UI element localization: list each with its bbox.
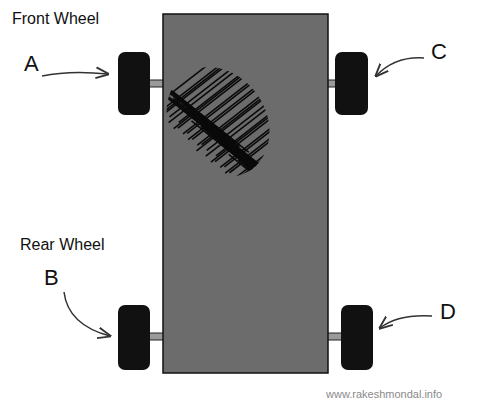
callout-letter: D <box>440 300 456 324</box>
scribble-stroke <box>252 125 342 195</box>
scribble-stroke <box>247 165 322 225</box>
leader-arrow <box>42 72 108 76</box>
scribble-stroke <box>215 92 305 162</box>
part-label: Rear Wheel <box>20 236 104 254</box>
scribble-stroke <box>276 142 366 212</box>
wheel-b <box>118 305 150 370</box>
scribble-stroke <box>290 159 380 229</box>
scribble-stroke <box>271 148 361 218</box>
callout-letter: A <box>24 52 39 76</box>
scribble-stroke <box>220 143 295 203</box>
leader-arrow <box>64 292 110 336</box>
scribble-stroke <box>275 193 350 253</box>
scribble-stroke <box>257 131 347 201</box>
scribble-stroke <box>280 199 355 259</box>
scribble-stroke <box>290 153 380 223</box>
scribble-stroke <box>285 199 360 259</box>
scribble-stroke <box>219 137 294 197</box>
scribble-stroke <box>220 97 310 167</box>
wheel-d <box>341 305 373 370</box>
scribble-stroke <box>280 153 370 223</box>
scribble-stroke <box>243 165 318 225</box>
scribble-stroke <box>263 137 353 207</box>
scribble-stroke <box>239 108 329 178</box>
car-body <box>163 14 328 373</box>
scribble-stroke <box>285 159 375 229</box>
leader-arrow <box>380 316 432 328</box>
scribble-stroke <box>262 176 337 236</box>
scribble-stroke <box>229 154 304 214</box>
scribble-stroke <box>258 177 333 237</box>
scribble-stroke <box>281 147 371 217</box>
scribble-stroke <box>266 188 341 248</box>
scribble-stroke <box>276 187 351 247</box>
wheel-a <box>118 52 150 115</box>
scribble-stroke <box>262 130 352 200</box>
watermark: www.rakeshmondal.info <box>326 388 442 400</box>
wheel-c <box>335 52 368 115</box>
callout-letter: B <box>44 266 59 290</box>
scribble-stroke <box>230 103 320 173</box>
scribble-stroke <box>230 149 305 209</box>
scribble-stroke <box>243 120 333 190</box>
scribble-stroke <box>272 142 362 212</box>
scribble-stroke <box>252 171 327 231</box>
scribble-stroke <box>234 148 309 208</box>
leader-arrow <box>376 58 424 76</box>
scribble-stroke <box>257 170 332 230</box>
callout-letter: C <box>431 40 447 64</box>
scribble-stroke <box>248 159 323 219</box>
scribble-stroke <box>239 154 314 214</box>
scribble-stroke <box>225 143 300 203</box>
part-label: Front Wheel <box>12 10 99 28</box>
scribble-stroke <box>248 125 338 195</box>
scribble-stroke <box>285 193 360 253</box>
scribble-stroke <box>271 182 346 242</box>
scribble-stroke <box>238 160 313 220</box>
scribble-stroke <box>267 182 342 242</box>
scribble-stroke <box>224 97 314 167</box>
scribble-stroke <box>253 119 343 189</box>
scribble-stroke <box>234 114 324 184</box>
scribble-stroke <box>267 136 357 206</box>
scribble-stroke <box>244 114 334 184</box>
scribble-mark <box>145 30 380 259</box>
